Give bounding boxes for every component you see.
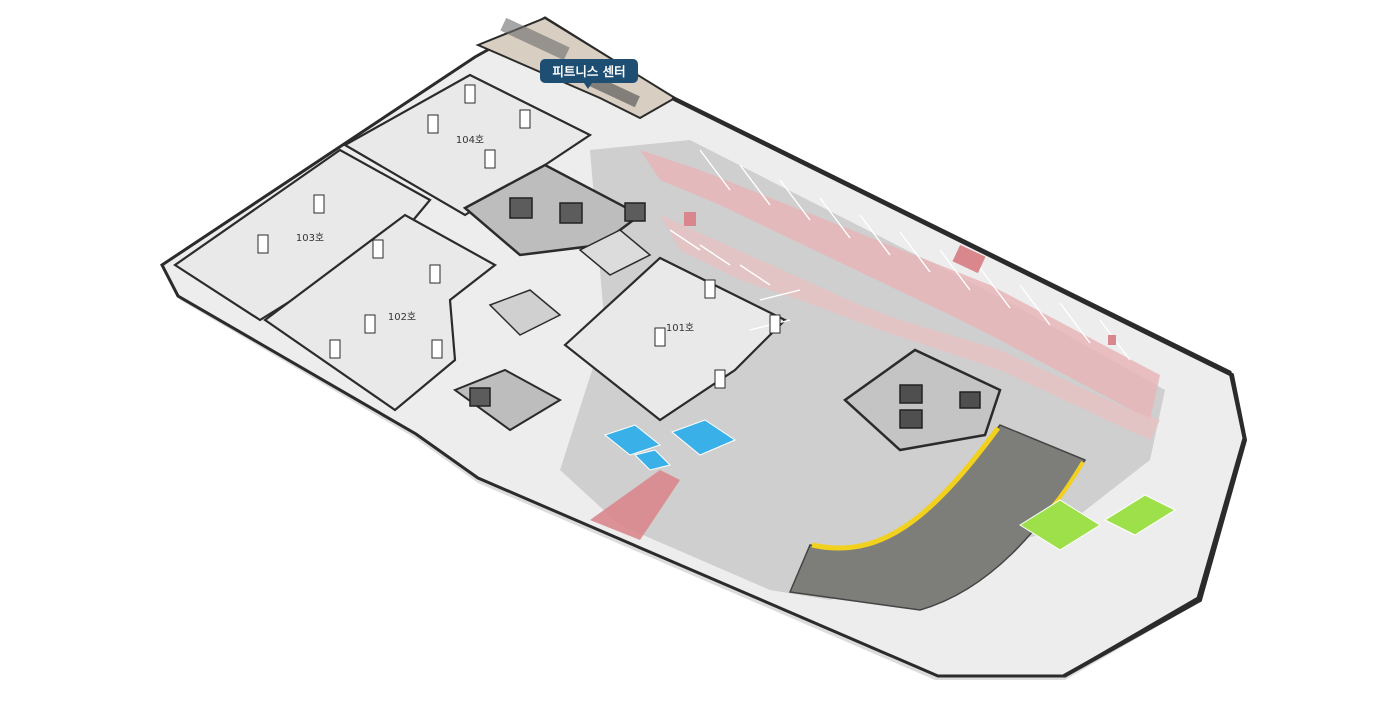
elevator-shaft-5 <box>899 384 923 404</box>
stairwell-mid <box>578 229 652 276</box>
parking-lane-accent <box>640 150 1160 420</box>
ramp-yellow-edge <box>811 426 1001 551</box>
ev-spot-2 <box>1103 494 1177 536</box>
elevator-shaft-4 <box>469 387 491 407</box>
fitness-center-tag-label: 피트니스 센터 <box>552 64 625 79</box>
parking-signs <box>684 212 1116 345</box>
room-101-floor <box>563 256 787 422</box>
parking-lane-accent-2 <box>660 215 1160 440</box>
outer-wall-right <box>671 96 1248 678</box>
accessible-spot-1 <box>603 424 662 456</box>
room-102-floor <box>263 213 497 412</box>
structural-columns <box>257 84 781 389</box>
fitness-center-tag-bg <box>540 59 638 83</box>
room-104-label: 104호 <box>456 134 484 146</box>
elevator-shaft-1 <box>509 197 533 219</box>
fitness-center-tag[interactable]: 피트니스 센터 <box>540 59 638 89</box>
accessible-spot-2 <box>671 419 737 456</box>
parking-stalls-top <box>699 149 1131 361</box>
elevator-shaft-3 <box>624 202 646 222</box>
room-103-label: 103호 <box>296 232 324 244</box>
elevator-shaft-7 <box>959 391 981 409</box>
parking-lane-accent-3 <box>590 470 680 540</box>
elevator-shaft-6 <box>899 409 923 429</box>
room-101-label: 101호 <box>666 322 694 334</box>
room-103-floor <box>173 148 432 322</box>
accessible-spot-3 <box>634 449 671 471</box>
core-lower <box>452 368 563 432</box>
ev-spot-1 <box>1019 499 1101 551</box>
fitness-center-tag-pointer <box>584 83 592 89</box>
core-lower-left <box>488 289 562 336</box>
elevator-shaft-2 <box>559 202 583 224</box>
fitness-equipment-row <box>500 17 570 61</box>
room-102-label: 102호 <box>388 311 416 323</box>
